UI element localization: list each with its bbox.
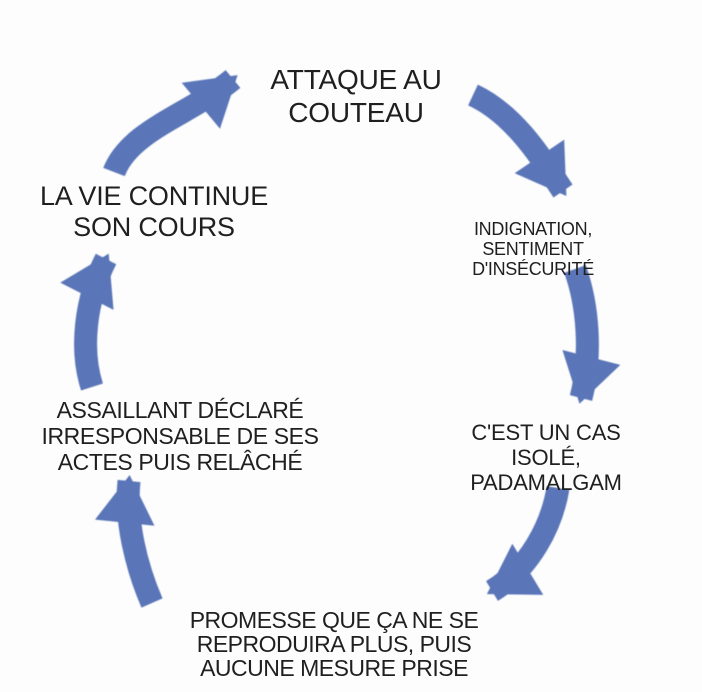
arrow-indignation-to-isolated-icon	[562, 265, 621, 404]
arrow-attack-to-indignation-icon	[467, 84, 573, 198]
cycle-step-indignation: INDIGNATION, SENTIMENT D'INSÉCURITÉ	[472, 219, 594, 279]
arrow-assailant-to-life-icon	[60, 253, 117, 391]
cycle-step-attack: ATTAQUE AU COUTEAU	[270, 64, 442, 128]
arrow-isolated-to-promise-icon	[485, 485, 570, 601]
cycle-step-promise: PROMESSE QUE ÇA NE SE REPRODUIRA PLUS, P…	[189, 607, 479, 681]
cycle-step-assailant-released: ASSAILLANT DÉCLARÉ IRRESPONSABLE DE SES …	[41, 397, 319, 475]
arrow-promise-to-assailant-icon	[95, 475, 163, 608]
arrow-life-to-attack-icon	[103, 70, 241, 177]
cycle-step-isolated-case: C'EST UN CAS ISOLÉ, PADAMALGAM	[470, 420, 622, 495]
cycle-step-life-goes-on: LA VIE CONTINUE SON COURS	[39, 181, 269, 242]
